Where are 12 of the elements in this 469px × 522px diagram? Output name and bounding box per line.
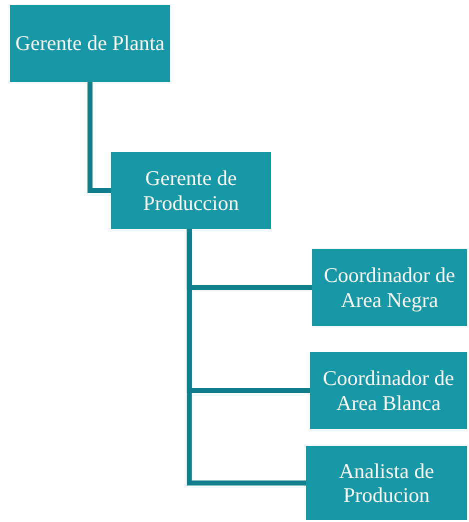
connector-line (88, 82, 111, 193)
org-box (306, 446, 467, 520)
role-title: Analista de Producion (338, 458, 436, 508)
org-box (10, 5, 170, 82)
role-title: Gerente de Planta (14, 31, 166, 56)
connector-line (186, 229, 306, 486)
org-box (111, 152, 271, 229)
org-box (310, 352, 467, 429)
role-title: Gerente de Produccion (142, 166, 240, 215)
org-box (312, 249, 467, 326)
role-title: Coordinador de Area Blanca (322, 366, 456, 415)
role-title: Coordinador de Area Negra (322, 263, 456, 312)
